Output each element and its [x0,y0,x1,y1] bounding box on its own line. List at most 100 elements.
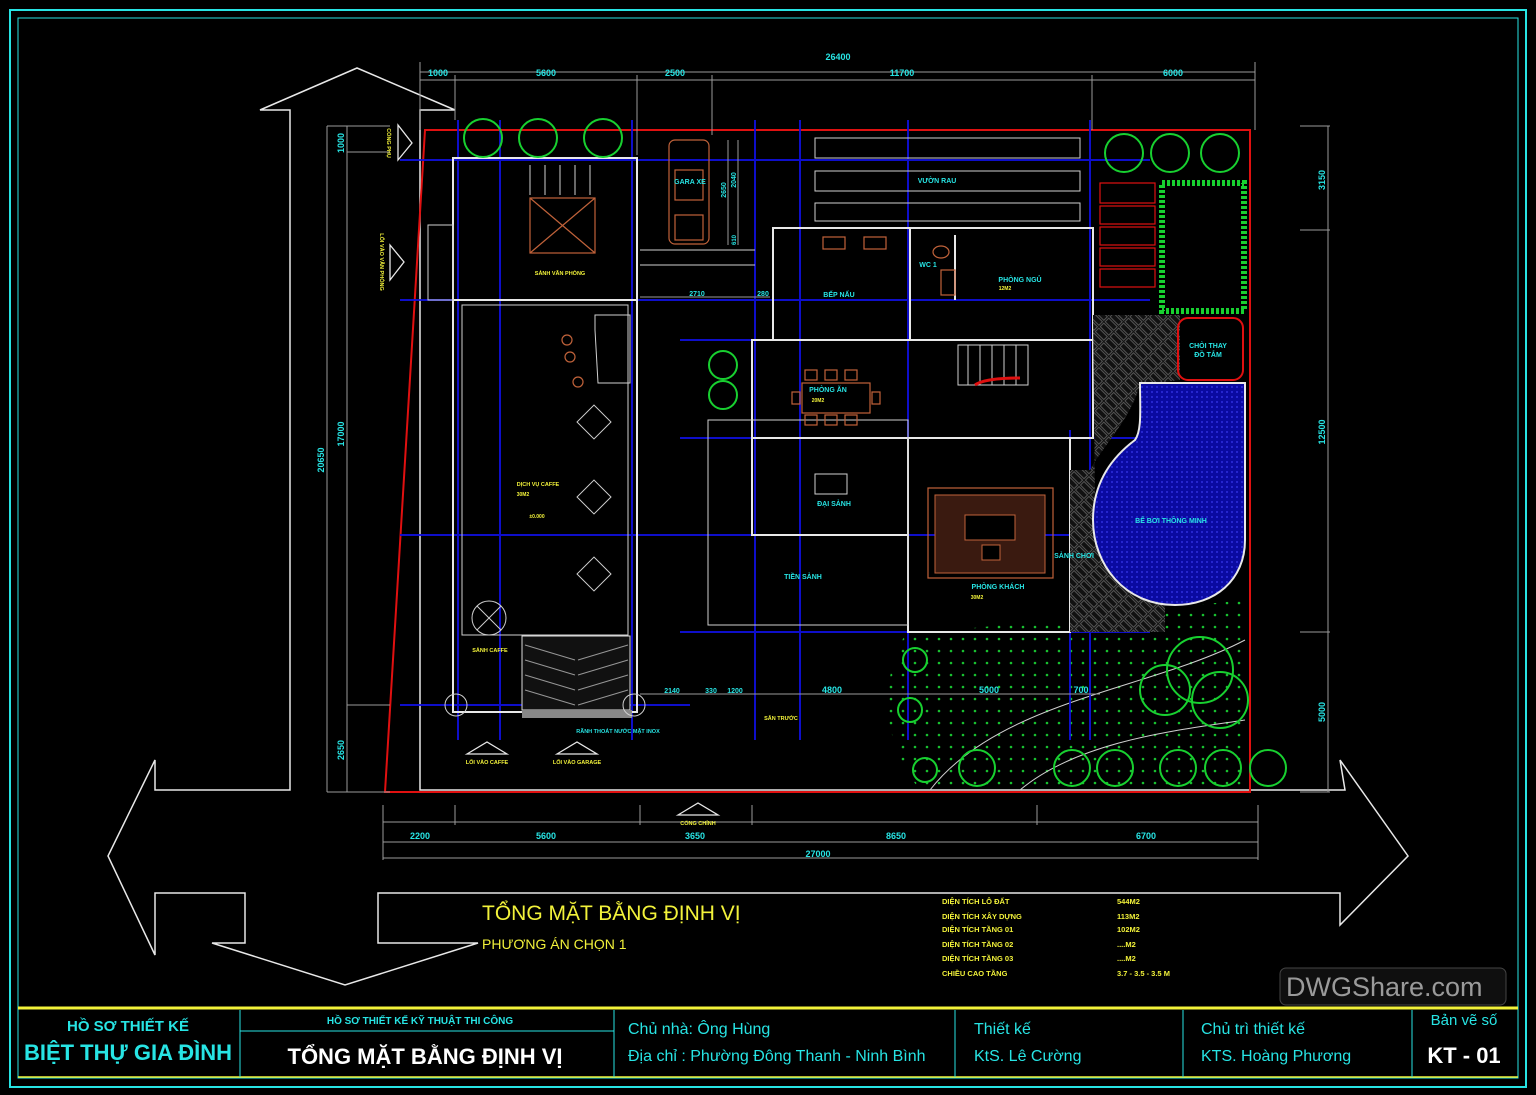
dim-top: 11700 [890,68,915,78]
watermark: DWGShare.com [1286,972,1483,1002]
label-garage-entry: LỐI VÀO GARAGE [553,759,602,766]
area-label: DIỆN TÍCH TẦNG 01 [942,924,1013,934]
area-value: 113M2 [1117,912,1140,921]
label-cafe-area: 30M2 [517,492,530,498]
label-bedroom: PHÒNG NGỦ [998,275,1041,284]
area-value: 102M2 [1117,925,1140,934]
watermark-box [1279,967,1507,1006]
label-cafe: DỊCH VỤ CAFFE [517,482,560,488]
area-value: ....M2 [1117,940,1136,949]
area-label: DIỆN TÍCH TẦNG 02 [942,939,1013,949]
label-office-entry: LỐI VÀO VĂN PHÒNG [378,233,386,290]
dim-top-total: 26400 [825,52,850,62]
dim-top: 2500 [665,68,685,78]
sheet-category: HỒ SƠ THIẾT KẾ KỸ THUẬT THI CÔNG [327,1014,514,1027]
room-labels: GARA XE SẢNH VĂN PHÒNG VƯỜN RAU BẾP NẤU … [378,128,1227,827]
label-drain: RÃNH THOÁT NƯỚC MẶT INOX [576,727,660,735]
area-value: 3.7 - 3.5 - 3.5 M [1117,969,1170,978]
dim-inner: 4800 [822,685,842,695]
dim-bottom: 3650 [685,831,705,841]
garden-lawn [887,600,1245,790]
pool-deck [1070,315,1180,632]
title-block: HỒ SƠ THIẾT KẾ BIỆT THỰ GIA ĐÌNH HỒ SƠ T… [18,1006,1518,1078]
label-dining: PHÒNG ĂN [809,385,847,394]
dim-left: 17000 [336,421,346,446]
inner-border [17,17,1519,1079]
sheet-title: TỔNG MẶT BẰNG ĐỊNH VỊ [288,1044,563,1069]
dimension-lines [326,62,1330,860]
dim-inner: 2710 [689,291,705,298]
area-label: DIỆN TÍCH TẦNG 03 [942,953,1013,963]
dim-right: 12500 [1317,419,1327,444]
area-value: 544M2 [1117,897,1140,906]
area-table: DIỆN TÍCH LÔ ĐẤT 544M2 DIỆN TÍCH XÂY DỰNG… [942,896,1170,978]
label-dining-area: 20M2 [812,398,825,404]
dim-bottom: 2200 [410,831,430,841]
dim-top: 6000 [1163,68,1183,78]
dim-inner: 330 [705,688,717,695]
dim-left: 2650 [336,740,346,760]
area-label: CHIỀU CAO TẦNG [942,968,1008,978]
vegetable-beds [814,137,1081,222]
dim-inner: 2140 [664,688,680,695]
sheet-number: KT - 01 [1427,1043,1500,1068]
chief-label: Chủ trì thiết kế [1201,1021,1305,1038]
label-living: PHÒNG KHÁCH [972,582,1025,591]
label-changing-1: CHÒI THAY [1189,341,1227,350]
project-line2: BIỆT THỰ GIA ĐÌNH [24,1040,232,1065]
label-side-gate: CỔNG PHỤ [385,128,392,158]
changing-hut [1177,317,1244,381]
area-value: ....M2 [1117,954,1136,963]
cafe-building [427,157,646,718]
address: Địa chỉ : Phường Đông Thanh - Ninh Bình [628,1048,926,1065]
label-bedroom-area: 12M2 [999,286,1012,292]
dim-right: 5000 [1317,702,1327,722]
dimension-texts: 26400 1000 5600 2500 11700 6000 2200 560… [316,52,1327,859]
dim-bottom: 6700 [1136,831,1156,841]
label-cafe-hall: SẢNH CAFFE [472,647,508,654]
garden-path [1019,719,1246,791]
dim-inner: 2040 [731,172,738,188]
label-garage: GARA XE [674,179,706,186]
swimming-pool [1091,382,1246,607]
dim-top: 1000 [428,68,448,78]
dim-inner: 610 [732,234,738,245]
entry-marker-icons [389,123,721,816]
label-wc: WC 1 [919,262,937,269]
main-house [707,227,1094,633]
label-main-gate: CỔNG CHÍNH [680,819,715,827]
dim-inner: 1200 [727,688,743,695]
sun-loungers [1099,182,1156,288]
dim-inner: 700 [1073,685,1088,695]
label-play-hall: SẢNH CHƠI [1054,551,1094,560]
dim-right: 3150 [1317,170,1327,190]
dim-inner: 280 [757,291,769,298]
chief: KTS. Hoàng Phương [1201,1048,1351,1065]
dim-bottom: 5600 [536,831,556,841]
label-main-hall: ĐẠI SẢNH [817,499,851,508]
label-vegetable-garden: VƯỜN RAU [918,176,957,185]
label-changing-2: ĐỒ TẮM [1194,349,1222,359]
label-lobby: TIỀN SẢNH [784,571,822,581]
designer-label: Thiết kế [974,1021,1031,1038]
label-pool: BỂ BƠI THÔNG MINH [1135,516,1207,525]
dim-top: 5600 [536,68,556,78]
area-label: DIỆN TÍCH XÂY DỰNG [942,912,1022,921]
project-line1: HỒ SƠ THIẾT KẾ [67,1017,189,1035]
designer: KtS. Lê Cường [974,1048,1081,1065]
direction-arrows [107,67,1409,986]
planter [1159,180,1247,314]
dim-bottom-total: 27000 [805,849,830,859]
area-label: DIỆN TÍCH LÔ ĐẤT [942,896,1010,906]
outer-border [9,9,1527,1088]
owner: Chủ nhà: Ông Hùng [628,1019,770,1038]
plot-boundary [383,129,1251,793]
sheet-no-label: Bản vẽ số [1431,1012,1498,1029]
label-kitchen: BẾP NẤU [823,289,854,299]
label-front-yard: SÂN TRƯỚC [764,714,798,722]
label-cafe-entry: LỐI VÀO CAFFE [466,759,509,766]
label-level: ±0.000 [529,514,544,520]
dim-left-total: 20650 [316,447,326,472]
cafe-tables [576,404,612,592]
